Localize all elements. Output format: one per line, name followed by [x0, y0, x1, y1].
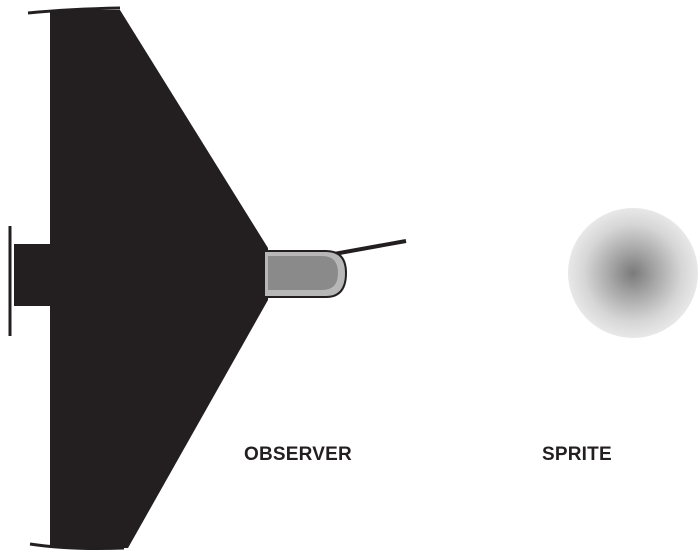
observer-aircraft — [10, 8, 406, 549]
aircraft-canopy-inner — [268, 256, 338, 290]
sprite-glow — [568, 208, 698, 338]
sprite-label: SPRITE — [542, 444, 612, 466]
aircraft-probe — [334, 241, 406, 254]
observer-label: OBSERVER — [244, 444, 352, 466]
aircraft-wing-body — [50, 10, 268, 548]
aircraft-tail-block — [14, 244, 54, 306]
